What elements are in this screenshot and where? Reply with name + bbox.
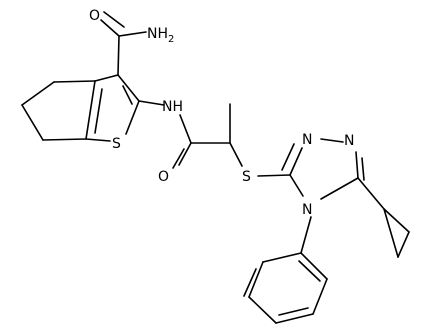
bond (117, 74, 140, 102)
bonds (21, 11, 410, 324)
bond (248, 296, 277, 324)
bond (138, 100, 165, 106)
bond (320, 177, 359, 200)
bond (85, 138, 111, 142)
triazole-n2-label: N (344, 133, 354, 149)
bond (21, 81, 55, 106)
bond (298, 260, 321, 282)
bond (383, 208, 399, 258)
bond (278, 307, 309, 316)
bond (257, 174, 291, 177)
bond (94, 74, 119, 82)
bond (300, 252, 328, 280)
triazole-n4-label: N (302, 202, 312, 218)
bond (361, 157, 365, 181)
bond (53, 80, 96, 83)
bond (383, 208, 410, 233)
bond (289, 174, 304, 197)
bond (125, 100, 140, 135)
bond (100, 19, 120, 37)
triazole-n1-label: N (302, 132, 312, 148)
bond (21, 104, 44, 141)
bond (103, 11, 125, 28)
bond (117, 35, 120, 76)
bond (243, 268, 257, 297)
bond (248, 261, 264, 298)
bond (397, 231, 410, 258)
bond (275, 313, 314, 324)
carbonyl-oxygen-label: O (158, 169, 169, 185)
bond (85, 80, 96, 140)
bond (312, 278, 328, 315)
bond (178, 142, 192, 166)
bond (172, 148, 185, 169)
thiophene-sulfur-label: S (112, 136, 121, 152)
bond (94, 88, 103, 134)
bond (42, 138, 87, 141)
bond (357, 177, 385, 210)
bond (289, 147, 303, 176)
bond (355, 151, 359, 179)
thioether-sulfur-label: S (242, 169, 251, 185)
bond (229, 142, 243, 167)
amide-nh2-label: NH2 (147, 26, 174, 45)
bond (118, 31, 147, 37)
bond (320, 138, 344, 143)
bond (281, 143, 295, 171)
bond (122, 85, 133, 105)
amide-nh2-subscript: 2 (168, 34, 174, 45)
bond (262, 252, 302, 263)
amide-nh-label: NH (162, 99, 183, 115)
amide-oxygen-label: O (89, 8, 100, 24)
amide-nh2-text: NH (147, 26, 168, 42)
bond (300, 216, 312, 254)
atom-labels: O NH2 S NH O S N N N (89, 8, 354, 218)
bond (179, 114, 192, 144)
